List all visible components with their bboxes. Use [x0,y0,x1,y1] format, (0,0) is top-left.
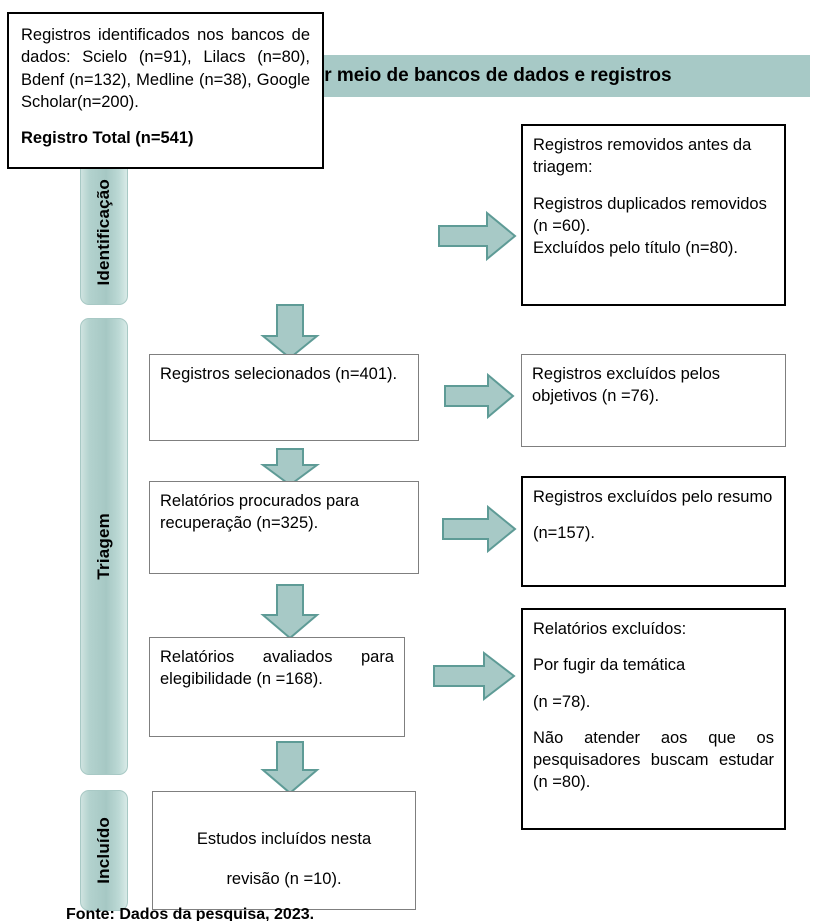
stage-label-incluido: Incluído [94,817,113,884]
box-removed-duplicates: Registros duplicados removidos (n =60). [533,194,767,235]
box-studies-included-line1: Estudos incluídos nesta [196,830,372,848]
box-reports-sought-for-retrieval: Relatórios procurados para recuperação (… [149,481,419,574]
box-removed-by-title: Excluídos pelo título (n=80). [533,239,738,258]
box-reports-excluded-reason-topic: Por fugir da temática [533,656,686,675]
stage-bar-triagem: Triagem [80,318,128,775]
box-records-identified-total: Registro Total (n=541) [21,129,194,148]
arrow-identified-to-removed-icon [437,210,517,262]
box-records-identified: Registros identificados nos bancos de da… [7,12,324,169]
stage-label-triagem: Triagem [94,513,113,580]
box-records-excluded-abstract-count: (n=157). [533,524,595,543]
box-records-excluded-abstract-heading: Registros excluídos pelo resumo [533,488,773,506]
box-records-excluded-abstract: Registros excluídos pelo resumo (n=157). [521,476,786,587]
identification-banner: Identificação de estudos por meio de ban… [322,55,810,97]
arrow-sought-to-excluded-abstract-icon [441,504,517,554]
arrow-screened-to-sought-icon [259,447,321,487]
stage-bar-incluido: Incluído [80,790,128,911]
box-records-screened: Registros selecionados (n=401). [149,354,419,441]
arrow-assessed-to-reports-excluded-icon [432,650,516,702]
box-reports-assessed-eligibility: Relatórios avaliados para elegibilidade … [149,637,405,737]
box-reports-excluded: Relatórios excluídos: Por fugir da temát… [521,608,786,830]
source-note: Fonte: Dados da pesquisa, 2023. [66,906,315,921]
stage-label-identificacao: Identificação [94,179,113,286]
arrow-assessed-to-included-icon [259,740,321,795]
box-reports-excluded-topic-count: (n =78). [533,692,591,711]
box-records-excluded-objectives-text: Registros excluídos pelos objetivos (n =… [532,365,721,406]
box-studies-included-line2: revisão (n =10). [226,870,342,889]
stage-bar-identificacao: Identificação [80,160,128,305]
arrow-sought-to-assessed-icon [259,583,321,640]
box-reports-assessed-text: Relatórios avaliados para elegibilidade … [160,648,394,689]
box-studies-included: Estudos incluídos nesta revisão (n =10). [152,791,416,910]
box-reports-excluded-heading: Relatórios excluídos: [533,620,687,638]
box-records-screened-text: Registros selecionados (n=401). [160,365,398,383]
box-reports-sought-text: Relatórios procurados para recuperação (… [160,492,360,533]
box-removed-heading: Registros removidos antes da triagem: [533,136,752,177]
box-records-removed-before-screening: Registros removidos antes da triagem: Re… [521,124,786,306]
box-records-excluded-objectives: Registros excluídos pelos objetivos (n =… [521,354,786,447]
box-reports-excluded-reason-scope: Não atender aos que os pesquisadores bus… [533,728,774,792]
box-records-identified-text: Registros identificados nos bancos de da… [21,26,310,111]
arrow-screened-to-excluded-objectives-icon [443,372,515,420]
arrow-identified-to-screened-icon [259,303,321,360]
identification-banner-label: Identificação de estudos por meio de ban… [322,64,672,86]
